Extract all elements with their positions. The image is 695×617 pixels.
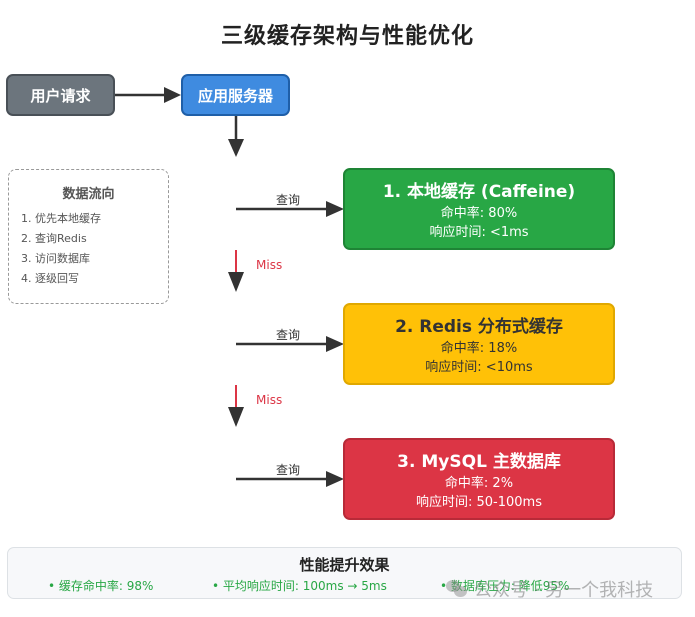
cache-latency: 响应时间: <10ms (425, 359, 533, 375)
data-flow-step: 2. 查询Redis (21, 232, 87, 245)
app-server-label: 应用服务器 (197, 86, 273, 105)
data-flow-box: 数据流向 1. 优先本地缓存 2. 查询Redis 3. 访问数据库 4. 逐级… (8, 169, 169, 304)
app-server-node: 应用服务器 (181, 74, 290, 116)
cache-title: 2. Redis 分布式缓存 (395, 316, 563, 337)
cache-hit-rate: 命中率: 2% (444, 475, 514, 491)
performance-title: 性能提升效果 (299, 556, 390, 574)
arrow-miss-1 (228, 250, 244, 292)
cache-hit-rate: 命中率: 18% (440, 340, 518, 356)
performance-item: • 缓存命中率: 98% (48, 579, 154, 593)
cache-latency: 响应时间: 50-100ms (416, 494, 542, 510)
arrow-user-to-server (115, 87, 181, 103)
data-flow-title: 数据流向 (62, 187, 115, 202)
arrow-server-down (228, 116, 244, 157)
performance-item: • 平均响应时间: 100ms → 5ms (212, 579, 387, 593)
user-request-node: 用户请求 (6, 74, 115, 116)
wechat-icon (446, 580, 468, 598)
cache-mysql: 3. MySQL 主数据库 命中率: 2% 响应时间: 50-100ms (343, 438, 615, 520)
query-label-1: 查询 (276, 193, 301, 207)
cache-local-caffeine: 1. 本地缓存 (Caffeine) 命中率: 80% 响应时间: <1ms (343, 168, 615, 250)
query-label-3: 查询 (276, 463, 301, 477)
cache-title: 1. 本地缓存 (Caffeine) (382, 181, 576, 202)
user-request-label: 用户请求 (30, 86, 91, 105)
cache-title: 3. MySQL 主数据库 (397, 451, 561, 472)
arrow-miss-2 (228, 385, 244, 427)
data-flow-step: 4. 逐级回写 (21, 272, 79, 285)
watermark-text: 公众号 · 另一个我科技 (474, 580, 654, 601)
data-flow-step: 3. 访问数据库 (21, 252, 90, 265)
cache-redis: 2. Redis 分布式缓存 命中率: 18% 响应时间: <10ms (343, 303, 615, 385)
diagram-title: 三级缓存架构与性能优化 (220, 24, 474, 49)
watermark: 公众号 · 另一个我科技 (446, 576, 653, 602)
data-flow-step: 1. 优先本地缓存 (21, 212, 101, 225)
query-label-2: 查询 (276, 328, 301, 342)
cache-latency: 响应时间: <1ms (429, 224, 529, 240)
performance-item: • 数据库压力: 降低95% (440, 579, 570, 593)
miss-label-1: Miss (256, 258, 283, 272)
cache-hit-rate: 命中率: 80% (440, 205, 518, 221)
miss-label-2: Miss (256, 393, 283, 407)
performance-panel: 性能提升效果 • 缓存命中率: 98% • 平均响应时间: 100ms → 5m… (7, 547, 682, 599)
